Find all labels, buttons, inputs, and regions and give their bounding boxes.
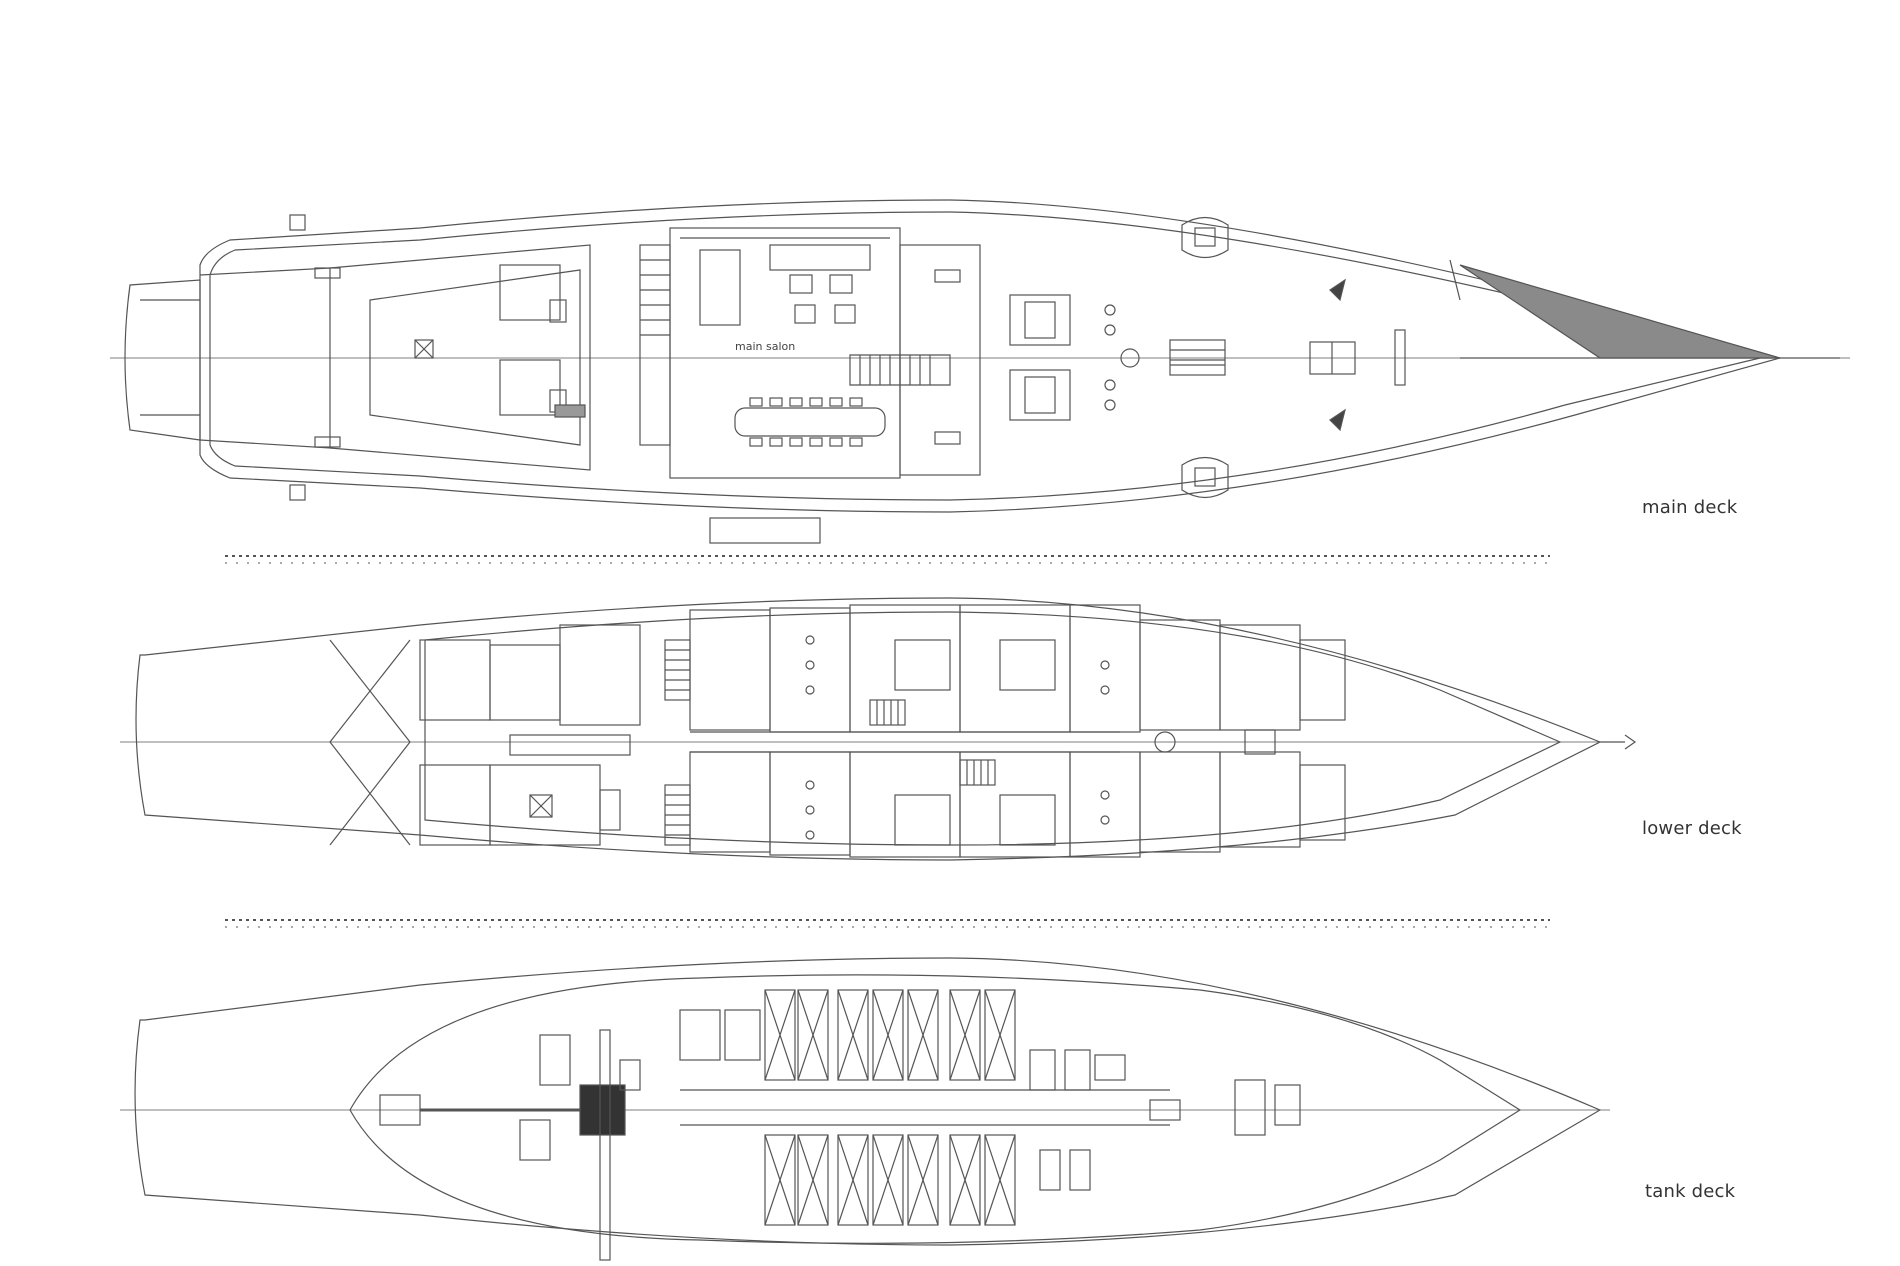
guest-cabin — [959, 751, 1071, 858]
dining-table — [734, 397, 886, 447]
tank-deck-plan — [120, 957, 1610, 1261]
lower-deck-plan — [120, 597, 1637, 861]
guest-cabin — [769, 607, 851, 733]
main-salon-label: main salon — [735, 340, 795, 353]
main-deck-stairs-aft — [639, 244, 671, 446]
deck-label-lower: lower deck — [1642, 818, 1742, 839]
tender-starboard — [1181, 216, 1229, 259]
jib-sail-mesh — [1459, 264, 1781, 359]
deck-label-tank: tank deck — [1645, 1181, 1736, 1202]
guest-cabin — [849, 751, 961, 858]
guest-cabin — [959, 604, 1071, 733]
tank-row-starboard — [764, 989, 1016, 1081]
tender-port — [1181, 456, 1229, 499]
lower-deck-hull — [135, 597, 1602, 861]
scale-bar-lower — [225, 919, 1550, 928]
lower-deck-stairs-aft — [664, 639, 691, 846]
scale-bar-main — [225, 555, 1550, 564]
tank-row-port — [764, 1134, 1016, 1226]
main-deck-plan: main salon — [110, 199, 1850, 544]
tank-deck-hull — [134, 957, 1602, 1246]
main-deck-hull — [199, 199, 1783, 513]
main-salon-area — [669, 227, 901, 479]
engine-room-machinery — [519, 1029, 641, 1261]
guest-cabin — [689, 751, 771, 853]
guest-cabin — [689, 609, 771, 731]
deck-label-main: main deck — [1642, 497, 1738, 518]
sun-loungers — [1009, 294, 1071, 421]
